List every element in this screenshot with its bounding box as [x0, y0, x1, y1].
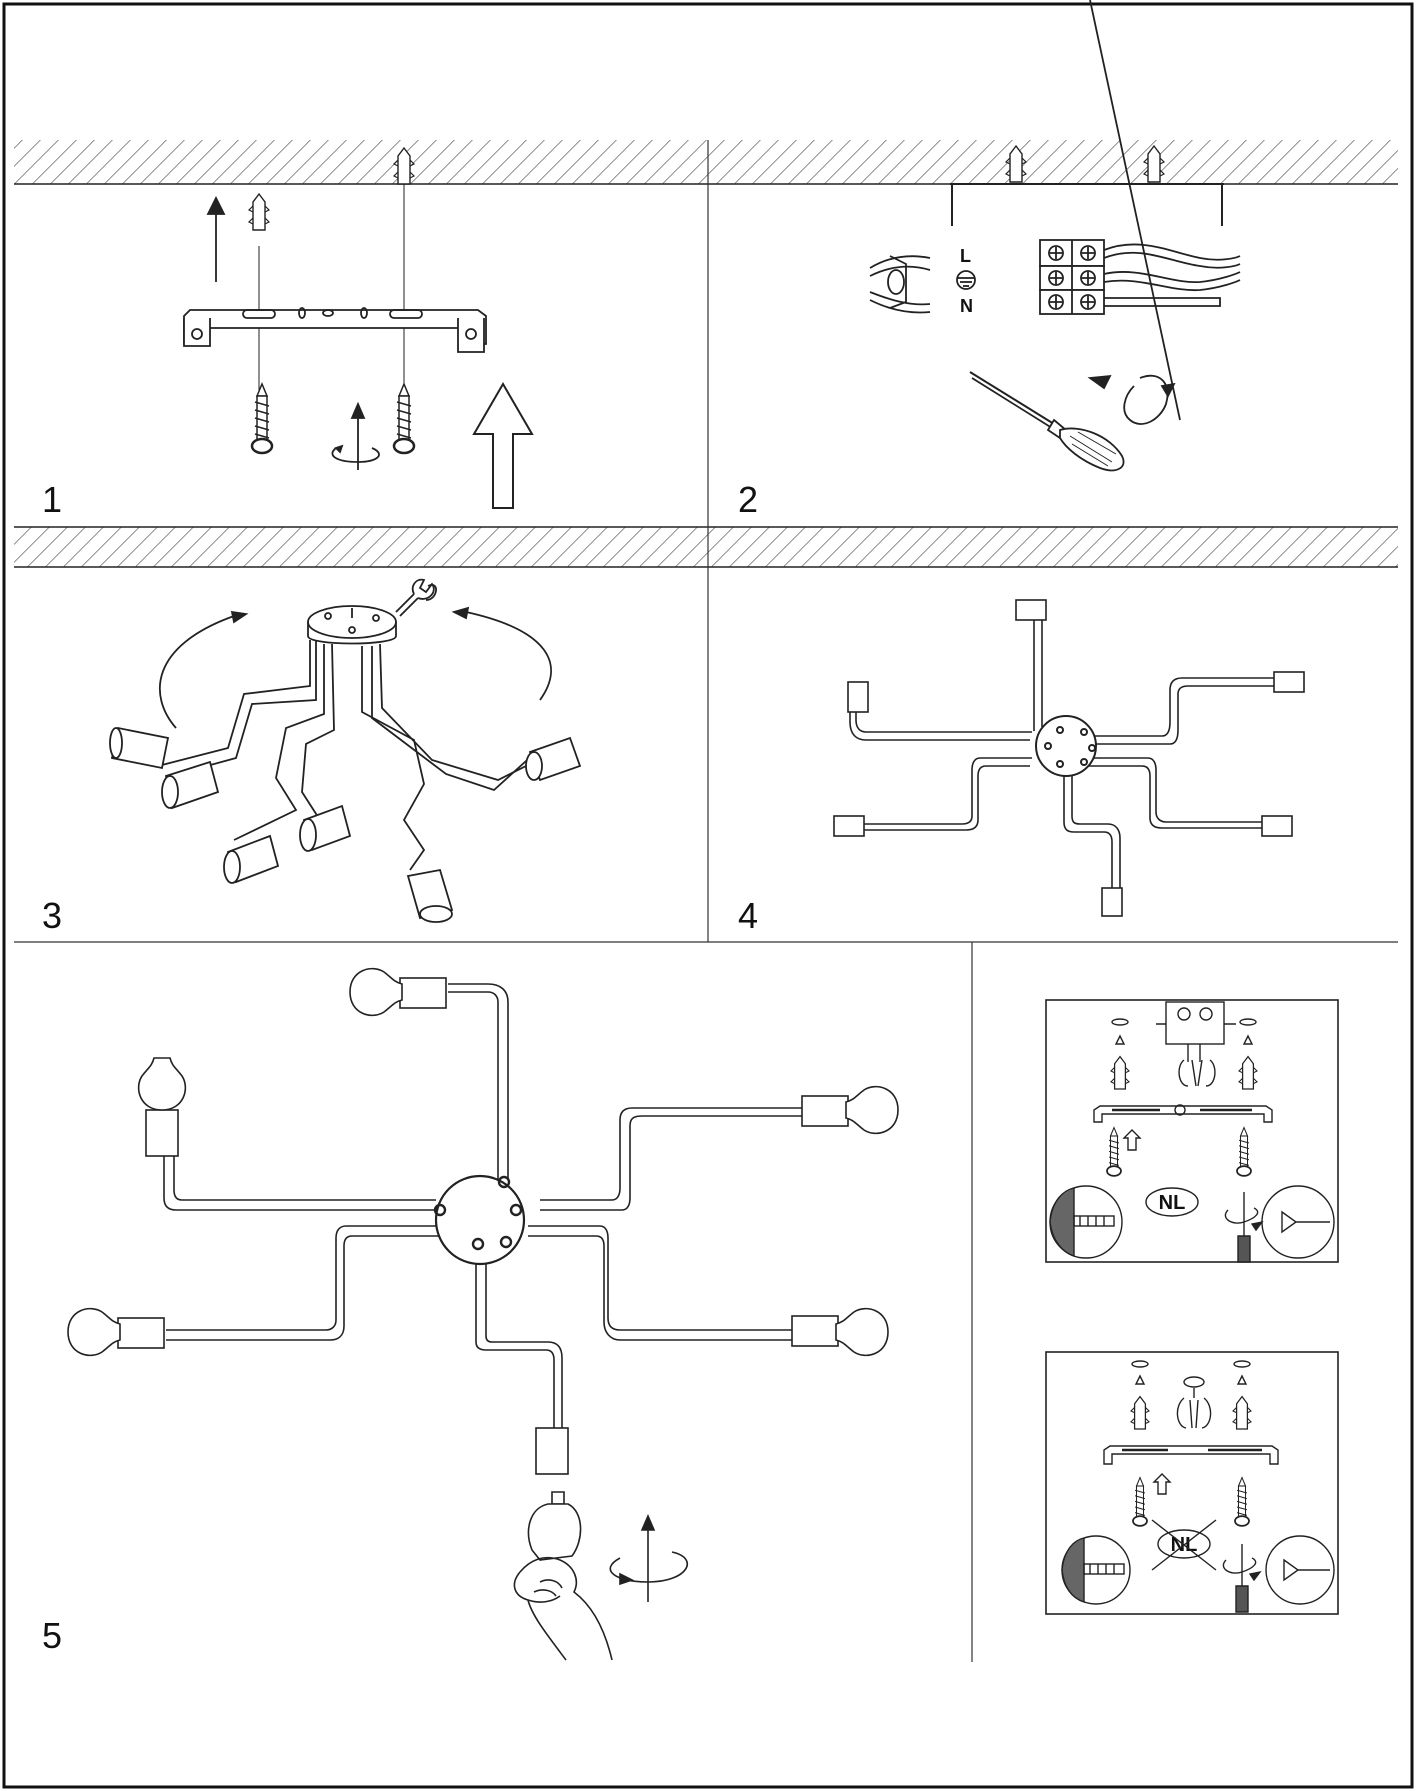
mounting-bracket — [183, 307, 487, 353]
hook-icon — [1178, 1059, 1216, 1087]
lamp-holder — [399, 977, 447, 1009]
lamp-holder — [847, 681, 869, 713]
wall-plug-icon — [248, 193, 270, 231]
lamp-holder — [1015, 599, 1047, 621]
wrench-icon — [395, 578, 437, 617]
bulb-icon — [835, 1307, 889, 1357]
live-label: L — [960, 246, 971, 266]
detail-circle-right — [1265, 1535, 1335, 1605]
screwdriver-icon — [1224, 1192, 1264, 1263]
ceiling-canopy — [433, 1174, 526, 1266]
nl-badge-crossed: NL — [1151, 1519, 1217, 1571]
mains-wires — [869, 255, 931, 314]
rotate-icon — [1087, 0, 1181, 425]
arrow-up-icon — [206, 195, 226, 282]
ceiling-middle — [14, 526, 1398, 568]
lamp-holder — [833, 815, 865, 837]
inset-panel-top: NL — [1045, 999, 1339, 1263]
hand-icon — [513, 1556, 613, 1661]
mounting-bracket — [950, 183, 1224, 226]
screwdriver-icon — [1222, 1544, 1262, 1613]
lamp-holder — [1101, 887, 1123, 917]
wall-plug-icon — [1238, 1055, 1258, 1090]
lamp-holder — [161, 760, 220, 810]
rotate-arrow-icon — [158, 615, 235, 729]
lamp-holder — [525, 736, 582, 782]
bulb-icon — [527, 1491, 582, 1561]
neutral-label: N — [960, 296, 973, 316]
wall-plug-icon — [1232, 1395, 1252, 1430]
lamp-holder — [801, 1095, 849, 1127]
step-1-panel — [183, 147, 534, 509]
lamp-holder — [109, 726, 170, 770]
screw-icon — [392, 382, 416, 455]
hook-icon — [1176, 1376, 1212, 1429]
step-2-panel: L N — [869, 0, 1241, 472]
bulb-icon — [845, 1085, 899, 1135]
lamp-cables — [1103, 243, 1241, 307]
mounting-bracket — [1103, 1445, 1279, 1465]
rotate-icon — [609, 1513, 688, 1602]
rotate-icon — [331, 401, 380, 470]
lamp-holder — [299, 804, 352, 852]
mounting-bracket — [1093, 1104, 1273, 1123]
step-number: 1 — [42, 479, 62, 520]
lamp-holder — [145, 1109, 179, 1157]
screw-icon — [1132, 1476, 1148, 1527]
terminal-block — [1039, 239, 1105, 315]
nl-badge-label: NL — [1159, 1192, 1186, 1214]
lamp-holder — [1273, 671, 1305, 693]
screw-icon — [1234, 1476, 1250, 1527]
ceiling-top — [14, 140, 1398, 185]
step-number: 5 — [42, 1615, 62, 1656]
light-arms — [849, 607, 1276, 888]
junction-box — [1156, 1001, 1236, 1062]
lamp-holder — [1261, 815, 1293, 837]
bulb-icon — [67, 1307, 121, 1357]
ceiling-canopy — [1035, 715, 1097, 777]
detail-circle-left — [1061, 1535, 1131, 1605]
screw-icon — [250, 382, 274, 455]
detail-circle-right — [1261, 1185, 1335, 1259]
lamp-holder — [223, 834, 280, 884]
screw-icon — [1106, 1126, 1122, 1177]
lamp-holder — [117, 1317, 165, 1349]
step-number: 4 — [738, 895, 758, 936]
light-arms — [163, 983, 804, 1428]
lamp-holder — [406, 868, 454, 923]
rotate-arrow-icon — [465, 611, 552, 701]
screwdriver-icon — [969, 371, 1125, 472]
nl-badge: NL — [1145, 1187, 1199, 1217]
detail-circle-left — [1049, 1185, 1123, 1259]
wall-plug-icon — [1110, 1055, 1130, 1090]
bulb-icon — [349, 967, 403, 1017]
lamp-holder — [535, 1427, 569, 1475]
ceiling-canopy — [307, 605, 397, 645]
step-3-panel — [109, 578, 582, 923]
lamp-holder — [791, 1315, 839, 1347]
earth-ground-icon — [956, 270, 976, 290]
bulb-icon — [137, 1057, 187, 1111]
step-5-panel — [67, 967, 899, 1661]
step-number: 3 — [42, 895, 62, 936]
push-up-arrow-icon — [472, 382, 534, 509]
step-number: 2 — [738, 479, 758, 520]
screw-icon — [1236, 1126, 1252, 1177]
step-4-panel — [833, 599, 1305, 917]
inset-panel-bottom: NL — [1045, 1351, 1339, 1615]
light-arms — [157, 640, 539, 871]
wall-plug-icon — [1130, 1395, 1150, 1430]
